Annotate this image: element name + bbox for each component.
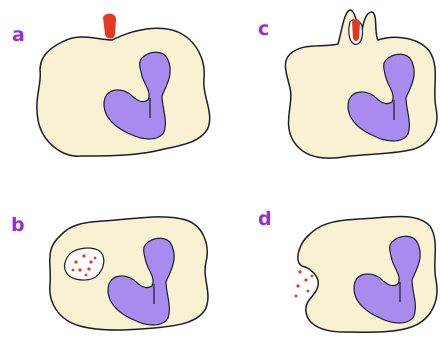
panel-b-cell xyxy=(50,217,208,330)
particle xyxy=(352,19,360,41)
panel-label-b: b xyxy=(11,216,25,235)
panel-c-cell xyxy=(285,10,436,158)
panel-label-c: c xyxy=(258,20,269,39)
panel-d-cell xyxy=(295,216,437,332)
phagosome xyxy=(65,248,104,280)
panel-a-cell xyxy=(37,14,210,157)
released-fragments xyxy=(295,270,314,297)
panel-label-a: a xyxy=(12,26,25,45)
panel-label-d: d xyxy=(258,210,272,229)
particle xyxy=(103,14,116,39)
